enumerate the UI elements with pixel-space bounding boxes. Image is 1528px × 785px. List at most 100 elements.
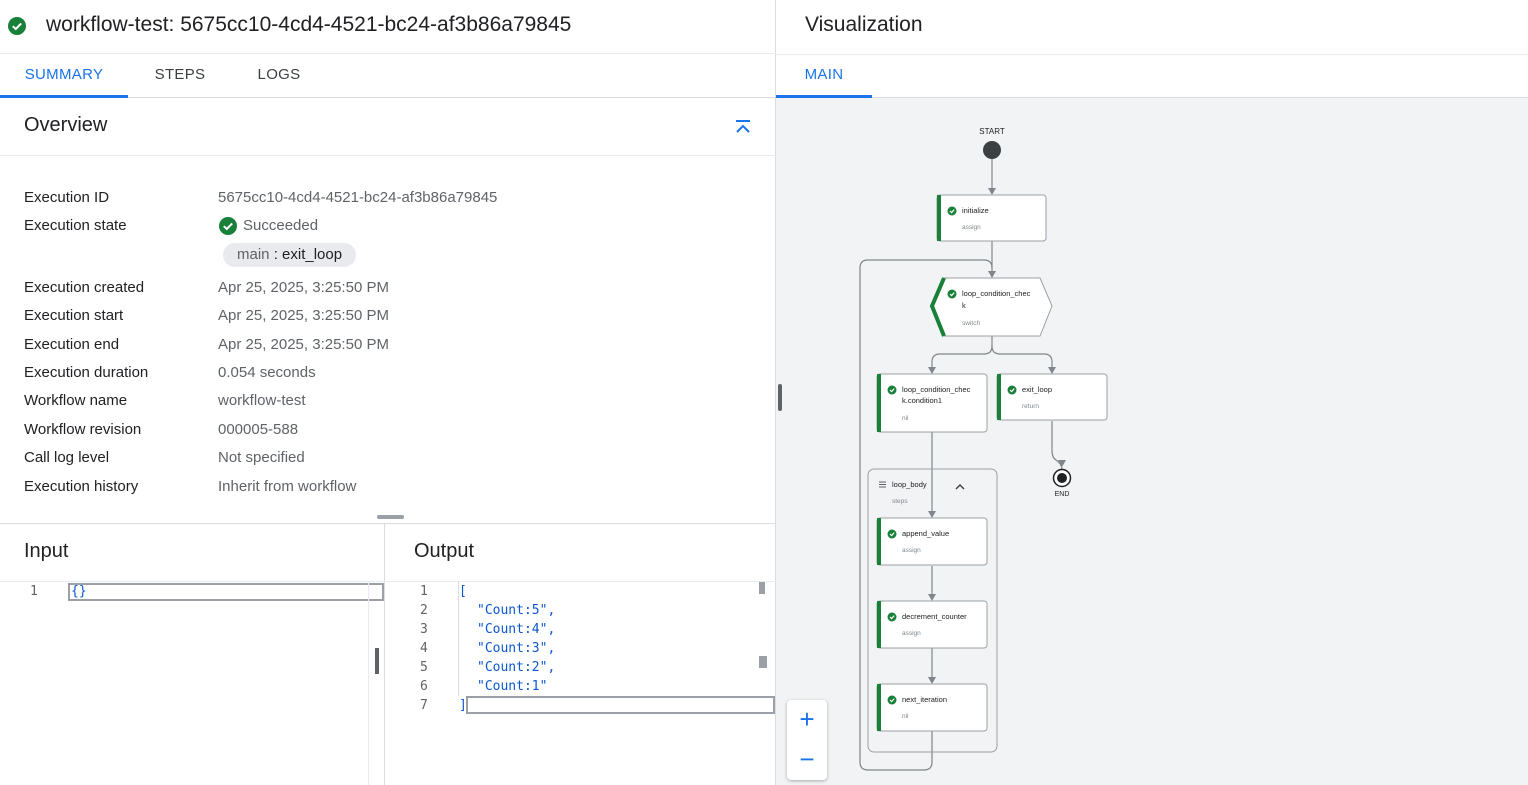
line-number: 2 bbox=[420, 603, 428, 618]
visualization-title: Visualization bbox=[805, 13, 923, 36]
row-value-execution-state: Succeeded bbox=[243, 217, 319, 234]
row-value-workflow-revision: 000005-588 bbox=[218, 421, 299, 438]
row-key-execution-history: Execution history bbox=[24, 478, 139, 495]
row-value-workflow-name: workflow-test bbox=[218, 392, 306, 409]
node-append-value[interactable]: append_value assign bbox=[876, 517, 988, 566]
success-check-icon bbox=[8, 17, 26, 35]
node-type: assign bbox=[902, 547, 921, 554]
title-bar: workflow-test: 5675cc10-4cd4-4521-bc24-a… bbox=[0, 0, 776, 54]
row-key-workflow-revision: Workflow revision bbox=[24, 421, 142, 438]
node-next-iteration[interactable]: next_iteration nil bbox=[876, 683, 988, 732]
current-step-chip: main : exit_loop bbox=[223, 243, 357, 267]
node-type: assign bbox=[962, 224, 981, 231]
indent-guide bbox=[458, 582, 459, 696]
tab-bar: SUMMARY STEPS LOGS bbox=[0, 54, 776, 98]
node-type: nil bbox=[902, 713, 909, 720]
row-value-execution-duration: 0.054 seconds bbox=[218, 364, 316, 381]
success-check-icon bbox=[887, 385, 897, 395]
code-line: [ bbox=[459, 584, 467, 599]
panel-resize-handle[interactable] bbox=[778, 384, 782, 411]
success-check-icon bbox=[887, 695, 897, 705]
input-scrollbar[interactable] bbox=[368, 582, 384, 785]
page-title: workflow-test: 5675cc10-4cd4-4521-bc24-a… bbox=[46, 13, 572, 36]
line-number: 1 bbox=[420, 584, 428, 599]
node-name: exit_loop bbox=[1022, 385, 1052, 394]
node-name: append_value bbox=[902, 529, 949, 538]
success-check-icon bbox=[887, 529, 897, 539]
node-name-line1: loop_condition_chec bbox=[962, 289, 1031, 298]
overview-header: Overview bbox=[0, 98, 776, 156]
row-key-execution-end: Execution end bbox=[24, 336, 120, 353]
output-heading: Output bbox=[414, 540, 475, 562]
line-number: 5 bbox=[420, 660, 428, 675]
tab-summary[interactable]: SUMMARY bbox=[0, 54, 128, 98]
io-separator bbox=[384, 523, 385, 785]
execution-details-panel: workflow-test: 5675cc10-4cd4-4521-bc24-a… bbox=[0, 0, 776, 785]
row-key-call-log-level: Call log level bbox=[24, 449, 110, 466]
state-success-icon bbox=[219, 217, 237, 235]
active-line-highlight bbox=[68, 583, 384, 601]
output-editor[interactable]: 1 2 3 4 5 6 7 [ "Count:5", "Count:4", "C… bbox=[385, 582, 776, 785]
row-key-execution-created: Execution created bbox=[24, 279, 145, 296]
node-name: next_iteration bbox=[902, 695, 947, 704]
code-line: "Count:4", bbox=[477, 622, 556, 637]
line-number: 1 bbox=[30, 584, 38, 599]
output-scroll-marker bbox=[759, 656, 767, 668]
tab-main[interactable]: MAIN bbox=[776, 54, 872, 98]
visualization-panel: Visualization MAIN bbox=[776, 0, 1528, 785]
graph-canvas[interactable]: START initialize assign lo bbox=[776, 98, 1528, 785]
row-key-execution-id: Execution ID bbox=[24, 189, 110, 206]
group-name: loop_body bbox=[892, 480, 927, 489]
list-icon bbox=[879, 481, 886, 488]
zoom-out-button[interactable]: − bbox=[799, 744, 815, 774]
code-line: "Count:2", bbox=[477, 660, 556, 675]
row-value-call-log-level: Not specified bbox=[218, 449, 305, 466]
line-number: 4 bbox=[420, 641, 428, 656]
group-loop-body[interactable]: loop_body steps bbox=[867, 468, 998, 753]
active-line-highlight bbox=[466, 696, 775, 714]
overview-heading: Overview bbox=[24, 114, 108, 136]
chevron-up-icon[interactable] bbox=[955, 484, 965, 490]
tab-logs[interactable]: LOGS bbox=[257, 66, 301, 83]
row-key-execution-state: Execution state bbox=[24, 217, 127, 234]
success-check-icon bbox=[947, 206, 957, 216]
success-check-icon bbox=[947, 289, 957, 299]
node-exit-loop[interactable]: exit_loop return bbox=[996, 373, 1108, 421]
code-line: {} bbox=[71, 584, 87, 599]
row-value-execution-id: 5675cc10-4cd4-4521-bc24-af3b86a79845 bbox=[218, 189, 498, 206]
start-label: START bbox=[979, 127, 1005, 136]
chip-step: : exit_loop bbox=[273, 246, 343, 263]
row-value-execution-end: Apr 25, 2025, 3:25:50 PM bbox=[218, 336, 389, 353]
io-header-line bbox=[0, 581, 776, 582]
line-number: 6 bbox=[420, 679, 428, 694]
collapse-icon[interactable] bbox=[735, 119, 751, 135]
success-check-icon bbox=[1007, 385, 1017, 395]
node-name-line2: k.condition1 bbox=[902, 396, 942, 405]
row-key-execution-duration: Execution duration bbox=[24, 364, 149, 381]
node-loop-condition-check[interactable]: loop_condition_chec k switch bbox=[929, 277, 1053, 337]
success-check-icon bbox=[887, 612, 897, 622]
node-name-line1: loop_condition_chec bbox=[902, 385, 971, 394]
line-number: 7 bbox=[420, 698, 428, 713]
row-value-execution-start: Apr 25, 2025, 3:25:50 PM bbox=[218, 307, 389, 324]
start-node bbox=[983, 141, 1001, 159]
tab-steps[interactable]: STEPS bbox=[154, 66, 206, 83]
node-condition1[interactable]: loop_condition_chec k.condition1 nil bbox=[876, 373, 988, 433]
group-type: steps bbox=[892, 498, 908, 505]
row-value-execution-history: Inherit from workflow bbox=[218, 478, 357, 495]
node-name-line2: k bbox=[962, 301, 966, 310]
workflow-graph: START initialize assign lo bbox=[859, 127, 1108, 771]
node-type: nil bbox=[902, 415, 909, 422]
node-type: assign bbox=[902, 630, 921, 637]
node-initialize[interactable]: initialize assign bbox=[936, 194, 1047, 242]
visualization-tab-bar: MAIN bbox=[776, 54, 1528, 98]
node-type: switch bbox=[962, 320, 980, 327]
zoom-in-button[interactable]: + bbox=[799, 704, 815, 734]
input-scroll-thumb[interactable] bbox=[375, 648, 379, 674]
output-scroll-thumb[interactable] bbox=[759, 582, 765, 594]
io-divider bbox=[0, 523, 776, 524]
node-decrement-counter[interactable]: decrement_counter assign bbox=[876, 600, 988, 649]
vertical-resize-handle[interactable] bbox=[377, 515, 404, 519]
input-editor[interactable]: 1 {} bbox=[0, 582, 384, 785]
